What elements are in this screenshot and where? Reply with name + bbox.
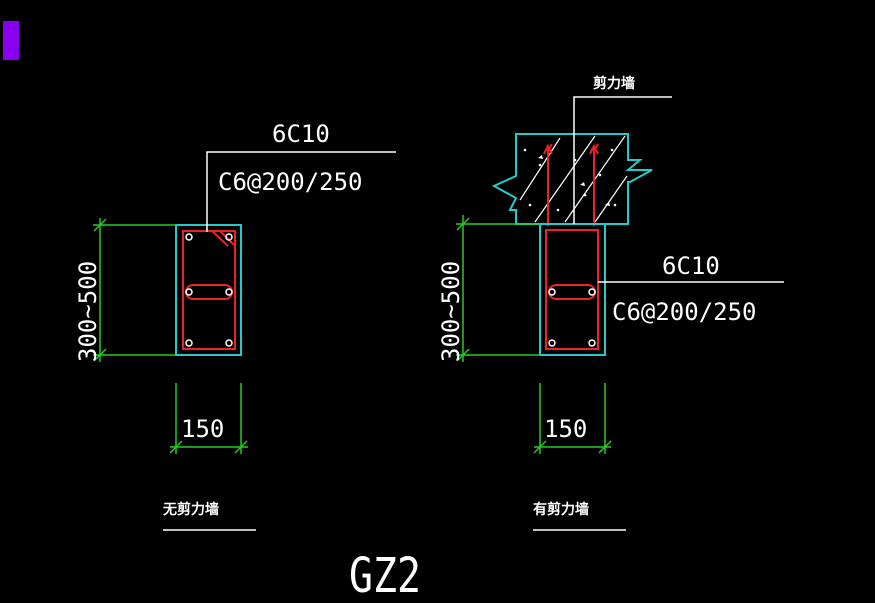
right-width-text: 150 [544,415,587,443]
right-rebar-stirrup-text: C6@200/250 [612,298,757,326]
left-detail-label: 无剪力墙 [162,501,219,518]
shear-wall-outline [491,133,653,225]
left-rebar-stirrup-text: C6@200/250 [218,168,363,196]
left-height-dimension [93,218,176,362]
left-width-dimension [169,383,248,454]
anchor-bars [543,143,599,226]
left-rebar-dots [185,233,233,347]
left-rebar-cage [182,230,236,350]
left-leader-line [206,151,396,232]
right-column-detail: 剪力墙 6C10 C6@200/250 300~500 150 有剪力墙 [437,75,784,531]
right-height-dimension [456,215,540,362]
right-column-outline [539,223,606,356]
left-crosstie [185,284,233,300]
left-column-detail: 6C10 C6@200/250 300~500 150 无剪力墙 [74,120,396,531]
wall-leader-line [573,96,672,224]
left-stirrup-hook [211,230,235,247]
wall-label-text: 剪力墙 [593,75,635,92]
right-rebar-main-text: 6C10 [662,252,720,280]
left-width-text: 150 [181,415,224,443]
left-column-outline [175,224,242,356]
layer-indicator [3,21,19,60]
right-rebar-cage [545,229,599,350]
left-height-text: 300~500 [74,261,102,362]
right-crosstie [548,284,596,300]
right-height-text: 300~500 [437,261,465,362]
shear-wall-aggregate [523,148,617,212]
right-rebar-dots [548,288,596,347]
right-detail-label: 有剪力墙 [533,501,589,518]
left-rebar-main-text: 6C10 [272,120,330,148]
drawing-title: GZ2 [349,548,421,603]
right-width-dimension [533,383,612,454]
